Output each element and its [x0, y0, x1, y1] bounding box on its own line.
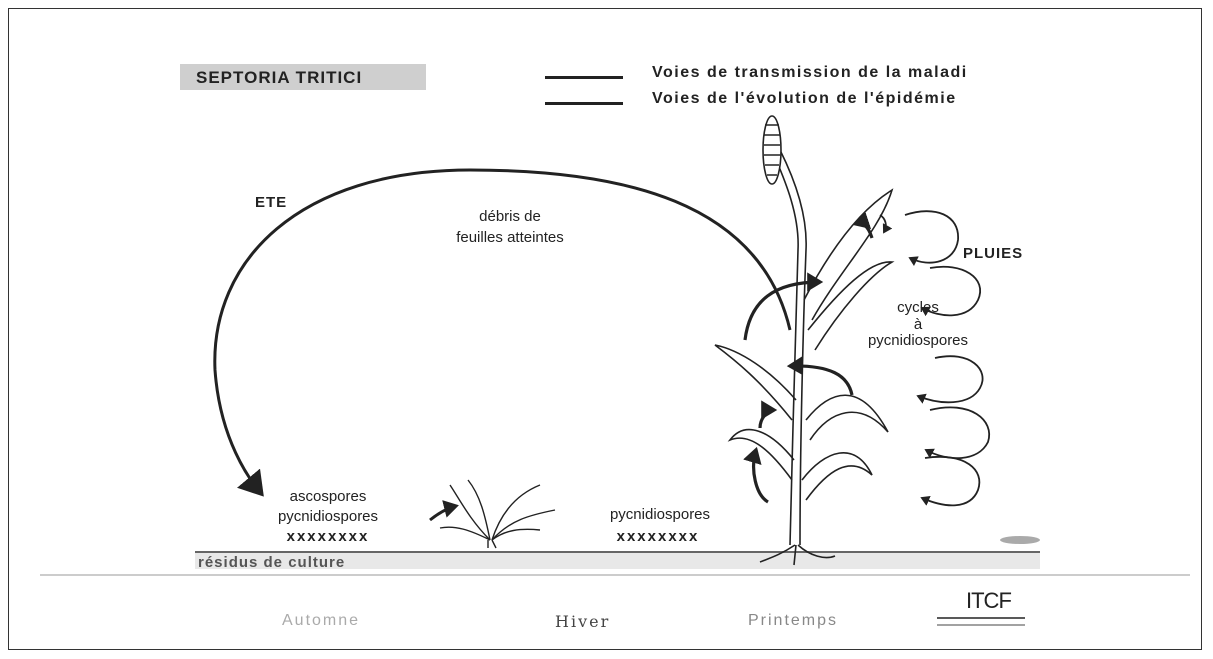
label-pycnidiospores-mid: pycnidiospores	[580, 506, 740, 523]
label-rain: PLUIES	[963, 245, 1023, 262]
label-ascospores: ascospores	[258, 488, 398, 505]
label-pycnidiospores-left: pycnidiospores	[258, 508, 398, 525]
label-debris-2: feuilles atteintes	[420, 229, 600, 246]
seedling	[440, 480, 555, 548]
label-debris-1: débris de	[450, 208, 570, 225]
seedling-arrow	[430, 506, 456, 520]
label-residues: résidus de culture	[198, 554, 345, 571]
spore-marks-mid: xxxxxxxx	[598, 528, 718, 545]
season-autumn: Automne	[282, 612, 360, 630]
logo-text: ITCF	[966, 588, 1011, 614]
spore-marks-left: xxxxxxxx	[268, 528, 388, 545]
label-cycles-1: cycles	[888, 299, 948, 316]
season-winter: Hiver	[555, 612, 610, 631]
infection-arrows	[745, 223, 872, 502]
season-spring: Printemps	[748, 612, 838, 630]
label-summer: ETE	[255, 194, 287, 211]
label-cycles-2: à	[888, 316, 948, 333]
label-cycles-3: pycnidiospores	[838, 332, 998, 349]
